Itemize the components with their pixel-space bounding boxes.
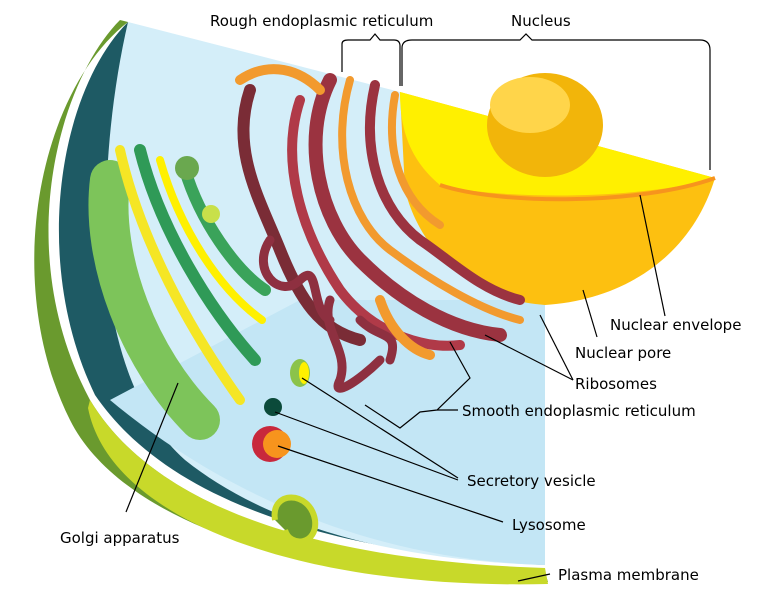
label-smooth-er: Smooth endoplasmic reticulum	[462, 402, 696, 420]
leader-ribosomes-2	[484, 334, 574, 381]
leader-secretory-1	[301, 377, 459, 479]
leader-golgi	[125, 382, 179, 513]
label-secretory-vesicle: Secretory vesicle	[467, 472, 596, 490]
leader-plasma-membrane	[517, 573, 551, 582]
smooth-er	[259, 235, 398, 393]
label-golgi: Golgi apparatus	[60, 529, 180, 547]
plasma-membrane-inner	[88, 400, 548, 585]
leader-secretory-2	[274, 411, 459, 481]
nucleus-bracket	[401, 33, 711, 170]
exocytosis-pocket	[271, 494, 319, 545]
label-nuclear-envelope: Nuclear envelope	[610, 316, 741, 334]
golgi-apparatus	[88, 144, 271, 440]
nuclear-envelope	[439, 176, 716, 202]
vesicle-dark	[264, 398, 282, 416]
label-ribosomes: Ribosomes	[575, 375, 657, 393]
label-nuclear-pore: Nuclear pore	[575, 344, 671, 362]
rough-er-bracket	[341, 33, 401, 86]
smooth-er-bracket	[364, 341, 471, 429]
label-rough-er: Rough endoplasmic reticulum	[210, 12, 433, 30]
golgi-vesicle	[202, 205, 220, 223]
label-nucleus: Nucleus	[511, 12, 571, 30]
nucleolus-highlight	[490, 77, 570, 133]
leader-nuclear-envelope	[639, 194, 666, 317]
label-lysosome: Lysosome	[512, 516, 586, 534]
leader-lysosome	[277, 445, 504, 523]
leader-nuclear-pore	[582, 289, 598, 338]
leader-ribosomes-1	[539, 314, 574, 381]
golgi-vesicle	[175, 156, 199, 180]
label-plasma-membrane: Plasma membrane	[558, 566, 699, 584]
rough-er	[235, 64, 525, 360]
secretory-vesicle-core	[299, 362, 309, 384]
lysosome-core	[263, 430, 291, 458]
